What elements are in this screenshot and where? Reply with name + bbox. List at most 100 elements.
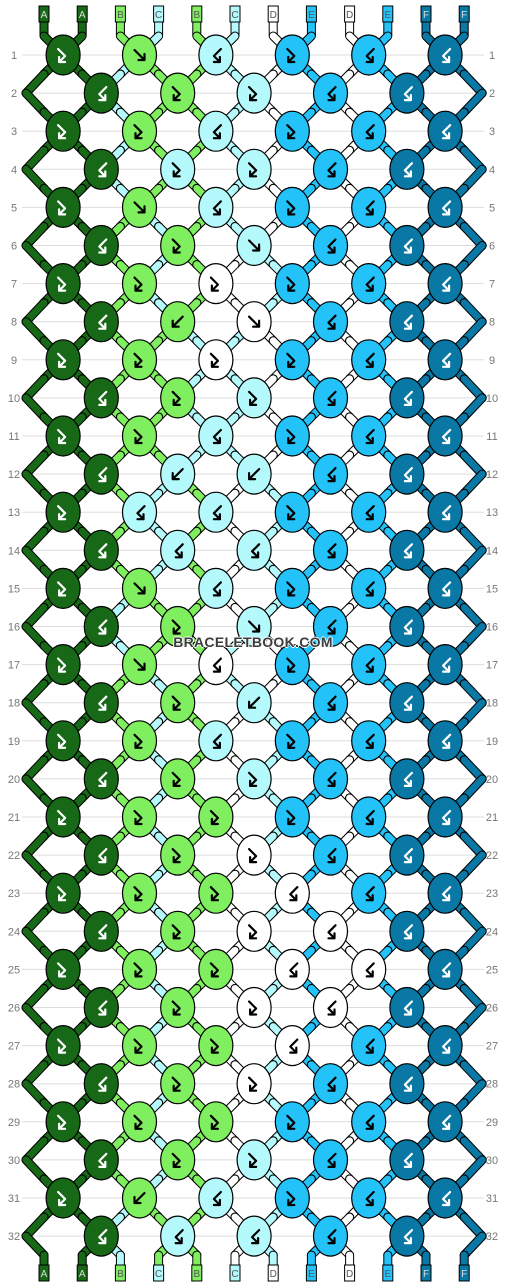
string-label-top: C bbox=[155, 10, 162, 21]
f-knot-arrow-icon bbox=[133, 582, 146, 595]
knot bbox=[83, 682, 119, 724]
knot bbox=[121, 643, 158, 686]
bf-knot-arrow-icon bbox=[327, 1152, 337, 1169]
bf-knot-arrow-icon bbox=[403, 847, 413, 864]
bf-knot-arrow-icon bbox=[327, 1228, 337, 1245]
knot bbox=[427, 339, 463, 381]
knot bbox=[312, 1063, 349, 1105]
knot bbox=[198, 720, 234, 762]
fb-knot-arrow-icon bbox=[171, 619, 181, 635]
knot bbox=[274, 720, 310, 762]
fb-knot-arrow-icon bbox=[133, 124, 143, 140]
row-number-right: 27 bbox=[486, 1041, 498, 1053]
bf-knot-arrow-icon bbox=[98, 162, 108, 178]
fb-knot-arrow-icon bbox=[248, 1152, 258, 1169]
bf-knot-arrow-icon bbox=[98, 1076, 108, 1092]
knot bbox=[351, 186, 387, 228]
knot bbox=[83, 1215, 119, 1257]
knot bbox=[121, 1101, 158, 1143]
row-number-right: 25 bbox=[486, 964, 498, 976]
fb-knot-arrow-icon bbox=[171, 771, 181, 788]
knot bbox=[45, 720, 81, 762]
bf-knot-arrow-icon bbox=[212, 581, 222, 597]
knot bbox=[312, 1215, 349, 1257]
bf-knot-arrow-icon bbox=[403, 85, 413, 102]
bf-knot-arrow-icon bbox=[365, 733, 375, 749]
knot bbox=[236, 1063, 272, 1105]
knot bbox=[427, 186, 463, 228]
row-number-right: 3 bbox=[489, 126, 495, 138]
knot bbox=[351, 796, 387, 838]
string-label-top: F bbox=[423, 10, 429, 21]
row-number-right: 1 bbox=[489, 50, 495, 62]
fb-knot-arrow-icon bbox=[133, 1114, 143, 1130]
bf-knot-arrow-icon bbox=[98, 85, 108, 102]
knot bbox=[83, 1063, 119, 1105]
row-number-left: 12 bbox=[8, 469, 20, 481]
knot bbox=[198, 339, 234, 381]
knot bbox=[160, 301, 196, 343]
knot bbox=[45, 415, 81, 457]
fb-knot-arrow-icon bbox=[133, 276, 143, 292]
bf-knot-arrow-icon bbox=[403, 238, 413, 254]
string-color-tab bbox=[305, 1264, 317, 1282]
knot bbox=[160, 910, 196, 952]
knot bbox=[427, 796, 463, 838]
knot bbox=[45, 34, 81, 76]
knot bbox=[198, 1101, 234, 1143]
string-color-tab bbox=[267, 5, 279, 23]
bf-knot-arrow-icon bbox=[289, 962, 299, 978]
string-color-tab bbox=[267, 1264, 279, 1282]
bf-knot-arrow-icon bbox=[212, 124, 222, 140]
row-number-left: 19 bbox=[8, 736, 20, 748]
row-number-right: 10 bbox=[486, 393, 498, 405]
knot bbox=[121, 263, 158, 305]
bf-knot-arrow-icon bbox=[403, 1152, 413, 1169]
string-label-top: B bbox=[193, 10, 200, 21]
knot bbox=[45, 643, 81, 686]
bf-knot-arrow-icon bbox=[327, 314, 337, 330]
string-color-tab bbox=[382, 5, 394, 23]
bf-knot-arrow-icon bbox=[327, 85, 337, 102]
knot bbox=[160, 224, 196, 267]
row-number-left: 32 bbox=[8, 1231, 20, 1243]
bf-knot-arrow-icon bbox=[403, 1228, 413, 1245]
fb-knot-arrow-icon bbox=[171, 1000, 181, 1016]
row-number-right: 16 bbox=[486, 622, 498, 634]
fb-knot-arrow-icon bbox=[56, 352, 67, 368]
fb-knot-arrow-icon bbox=[133, 733, 143, 749]
knot bbox=[274, 1177, 310, 1219]
fb-knot-arrow-icon bbox=[286, 733, 296, 749]
knot bbox=[121, 415, 158, 457]
knot bbox=[83, 224, 119, 267]
knot bbox=[351, 643, 387, 686]
row-number-right: 7 bbox=[489, 279, 495, 291]
fb-knot-arrow-icon bbox=[171, 1076, 181, 1092]
f-knot-arrow-icon bbox=[248, 315, 261, 328]
bf-knot-arrow-icon bbox=[327, 238, 337, 254]
knot bbox=[351, 720, 387, 762]
row-number-left: 29 bbox=[8, 1117, 20, 1129]
knot bbox=[312, 377, 349, 419]
bf-knot-arrow-icon bbox=[98, 771, 108, 788]
row-number-left: 7 bbox=[11, 279, 17, 291]
row-number-right: 15 bbox=[486, 583, 498, 595]
knot bbox=[121, 948, 158, 991]
bf-knot-arrow-icon bbox=[365, 428, 375, 445]
bf-knot-arrow-icon bbox=[327, 924, 337, 940]
string-color-tab bbox=[153, 1264, 165, 1282]
knot bbox=[389, 72, 425, 114]
knot bbox=[274, 110, 310, 152]
knot bbox=[312, 910, 349, 952]
knot bbox=[389, 453, 425, 495]
knot bbox=[351, 1024, 387, 1067]
fb-knot-arrow-icon bbox=[56, 886, 67, 902]
string-color-tab bbox=[153, 5, 165, 23]
bf-knot-arrow-icon bbox=[212, 733, 222, 749]
knot bbox=[160, 529, 196, 571]
knot bbox=[160, 377, 196, 419]
knot bbox=[198, 263, 234, 305]
f-knot-arrow-icon bbox=[133, 658, 146, 671]
bf-knot-arrow-icon bbox=[403, 1000, 413, 1016]
bf-knot-arrow-icon bbox=[442, 124, 452, 140]
